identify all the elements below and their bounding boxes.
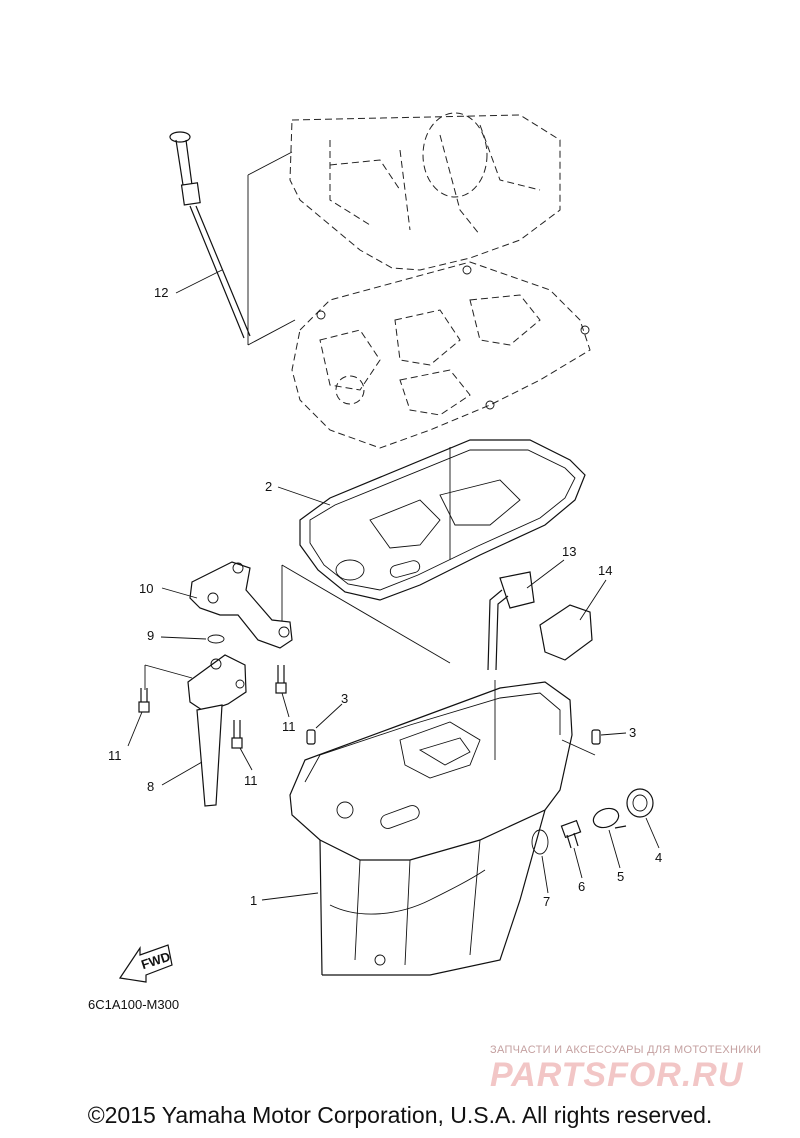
callout-12: 12: [154, 285, 168, 300]
oil-pan-part-1: [289, 681, 573, 976]
callout-13: 13: [562, 544, 576, 559]
strainer-bracket-part-10: [189, 561, 293, 649]
holder-part-14: [539, 604, 593, 661]
callout-6: 6: [578, 879, 585, 894]
clamp-part-5: [592, 807, 627, 829]
callout-14: 14: [598, 563, 612, 578]
callout-10: 10: [139, 581, 153, 596]
reference-lines: [144, 151, 596, 760]
gasket-part-2: [299, 439, 586, 601]
gasket-part-7: [531, 829, 549, 855]
anode-part-4: [626, 788, 654, 818]
hose-part-13: [487, 571, 535, 671]
engine-block-outline: [289, 112, 561, 271]
copyright-notice: ©2015 Yamaha Motor Corporation, U.S.A. A…: [87, 1102, 713, 1128]
callout-1: 1: [250, 893, 257, 908]
callout-3-b: 3: [629, 725, 636, 740]
callout-7: 7: [543, 894, 550, 909]
callout-11-a: 11: [108, 748, 122, 763]
callout-11-b: 11: [244, 773, 258, 788]
callout-2: 2: [265, 479, 272, 494]
dowel-pin-part-3-a: [306, 729, 316, 745]
callout-8: 8: [147, 779, 154, 794]
diagram-part-code: 6C1A100-M300: [88, 997, 180, 1012]
callout-4: 4: [655, 850, 662, 865]
oil-strainer-part-8: [187, 654, 247, 807]
bolt-part-11-b: [231, 720, 243, 749]
dowel-pin-part-3-b: [591, 729, 601, 745]
drain-plug-part-6: [560, 819, 582, 849]
fwd-arrow-icon: FWD: [118, 944, 173, 983]
callout-3-a: 3: [341, 691, 348, 706]
callout-9: 9: [147, 628, 154, 643]
watermark-tagline: ЗАПЧАСТИ И АКСЕССУАРЫ ДЛЯ МОТОТЕХНИКИ: [490, 1044, 762, 1056]
bolt-part-11-c: [275, 665, 287, 694]
callout-5: 5: [617, 869, 624, 884]
leader-lines: [127, 269, 660, 901]
o-ring-part-9: [207, 634, 225, 644]
callout-11-c: 11: [282, 719, 296, 734]
dipstick-part-12: [169, 131, 251, 339]
upper-plate-outline: [291, 261, 591, 449]
watermark-logo: PARTSFOR.RU: [490, 1056, 744, 1094]
bolt-part-11-a: [138, 688, 150, 713]
parts-diagram: FWD 1 2 3 3 4 5 6 7 8 9 10 11 11 11 12 1…: [108, 112, 662, 983]
